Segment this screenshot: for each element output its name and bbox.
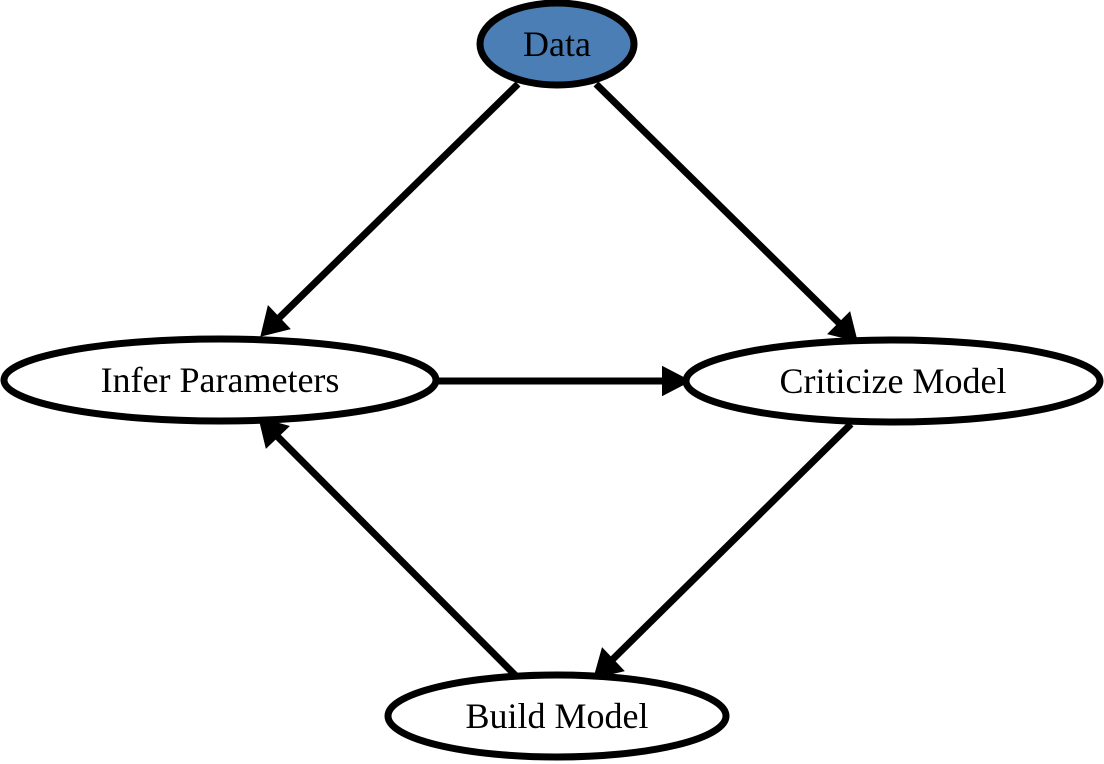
node-criticize-model-shape — [682, 336, 1104, 426]
node-data: Data — [476, 0, 638, 89]
node-infer-parameters-shape — [0, 335, 440, 425]
edge-data-to-infer-parameters — [260, 81, 521, 337]
node-infer-parameters-label: Infer Parameters — [101, 360, 340, 400]
node-build-model-shape — [384, 671, 730, 761]
node-criticize-model-label: Criticize Model — [780, 361, 1007, 401]
edge-build-model-to-infer-parameters — [258, 417, 519, 679]
edges — [258, 81, 858, 679]
node-data-label: Data — [523, 24, 591, 64]
edge-infer-parameters-to-criticize-model — [436, 365, 692, 397]
node-build-model: Build Model — [384, 671, 730, 761]
node-infer-parameters: Infer Parameters — [0, 335, 440, 425]
node-data-shape — [476, 0, 638, 89]
edge-criticize-model-to-build-model — [593, 421, 854, 679]
node-criticize-model: Criticize Model — [682, 336, 1104, 426]
node-build-model-label: Build Model — [465, 696, 648, 736]
edge-data-to-criticize-model — [593, 81, 858, 342]
